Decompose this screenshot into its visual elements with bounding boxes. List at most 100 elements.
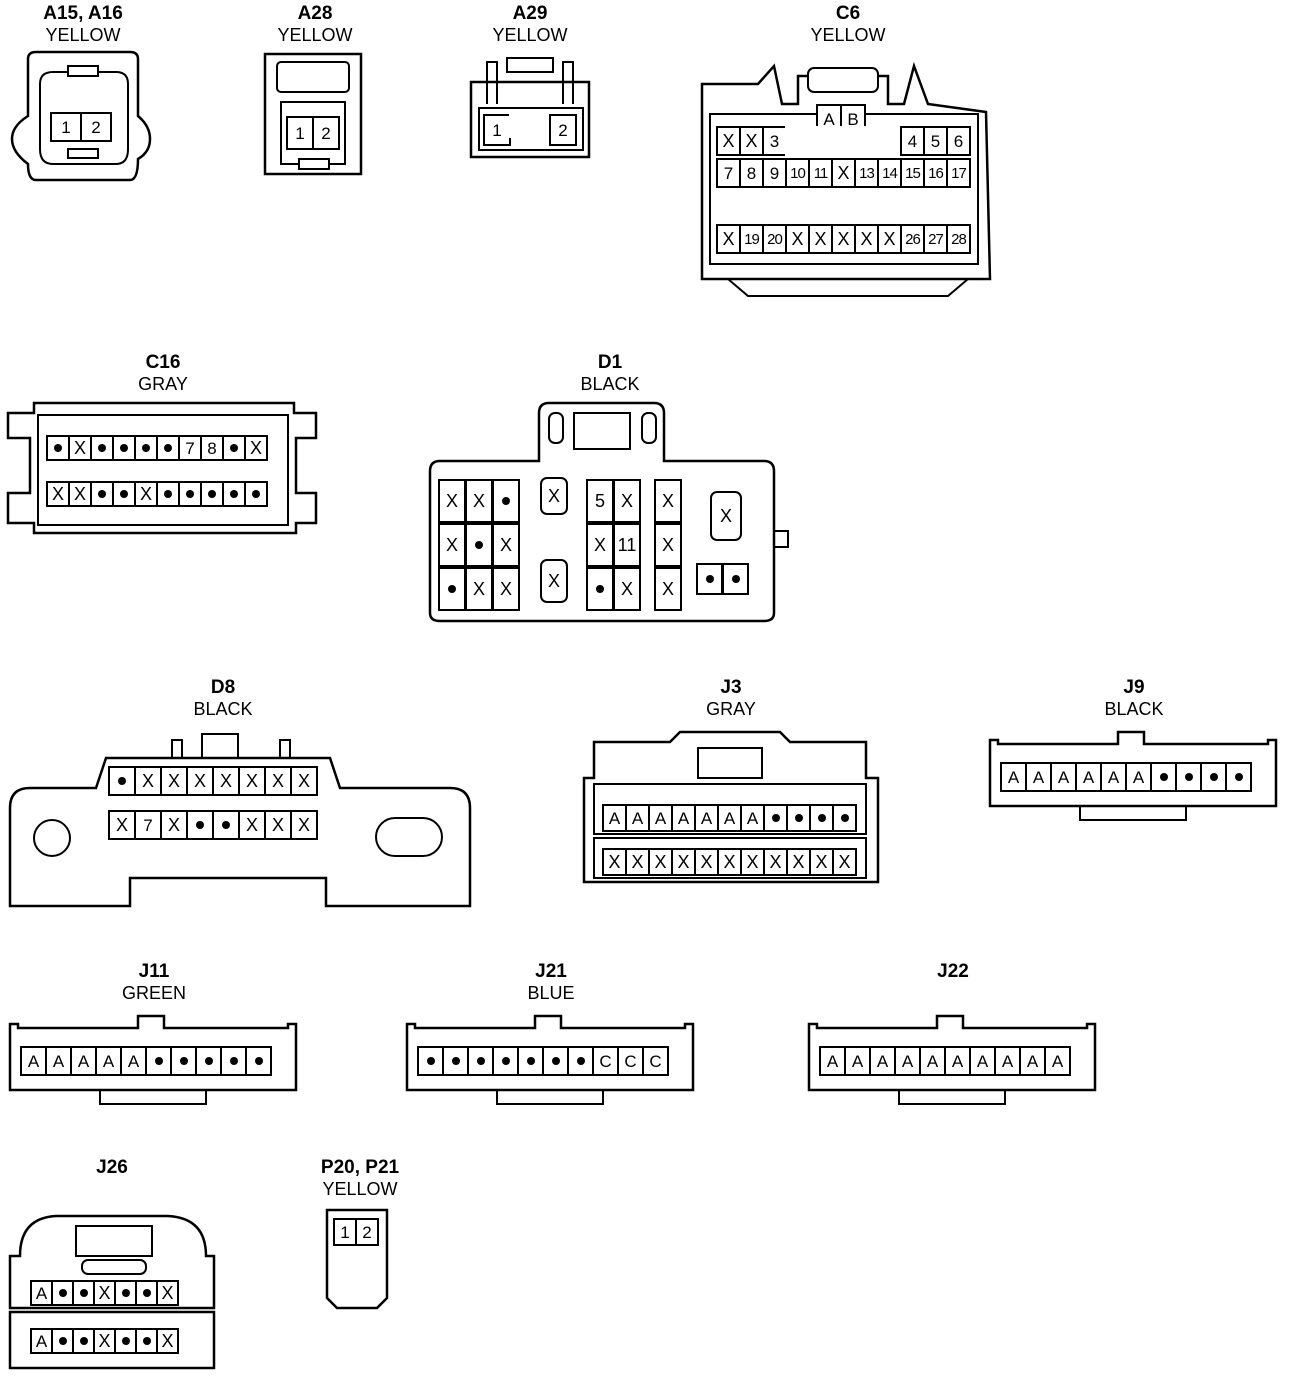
terminal: A: [648, 804, 673, 832]
terminal: [178, 481, 202, 507]
connector-color: BLACK: [580, 374, 640, 394]
terminal: [186, 810, 214, 840]
terminal: A: [740, 804, 765, 832]
connector-color: BLACK: [193, 699, 253, 719]
terminal: X: [465, 479, 493, 523]
terminal: 16: [923, 158, 948, 188]
connector-a15-a16: A15, A16 YELLOW 1 2: [8, 4, 158, 189]
connector-outline: [469, 57, 591, 159]
terminal: [200, 481, 224, 507]
terminal: A: [944, 1046, 971, 1076]
terminal: X: [492, 567, 520, 611]
connector-color: YELLOW: [810, 25, 886, 45]
terminal: 6: [946, 126, 971, 156]
terminal: A: [30, 1280, 53, 1306]
terminal: X: [877, 224, 902, 254]
connector-name: J26: [96, 1157, 128, 1178]
terminal: A: [625, 804, 650, 832]
terminal: [135, 1280, 158, 1306]
connector-name: C6: [835, 3, 861, 24]
terminal: X: [694, 848, 719, 876]
terminal: [170, 1046, 197, 1076]
terminal: X: [740, 848, 765, 876]
connector-a29: A29 YELLOW 1 2: [465, 4, 595, 164]
terminal: A: [869, 1046, 896, 1076]
terminal: A: [894, 1046, 921, 1076]
terminal: C: [642, 1046, 669, 1076]
terminal: X: [739, 126, 764, 156]
terminal: [156, 435, 180, 461]
terminal: X: [654, 523, 682, 567]
terminal: [722, 563, 749, 595]
terminal: X: [438, 523, 466, 567]
connector-name: A15, A16: [43, 3, 123, 24]
terminal: 1: [286, 116, 314, 150]
terminal: X: [786, 848, 811, 876]
terminal: [786, 804, 811, 832]
terminal: 9: [762, 158, 787, 188]
terminal: [244, 481, 268, 507]
terminal: 13: [854, 158, 879, 188]
terminal: A: [717, 804, 742, 832]
connector-header: P20, P21 YELLOW: [305, 1158, 415, 1198]
connector-color: GRAY: [138, 374, 188, 394]
connector-header: D8 BLACK: [6, 678, 440, 718]
terminal: 7: [716, 158, 741, 188]
terminal: [195, 1046, 222, 1076]
terminal: [108, 766, 136, 796]
terminal: 15: [900, 158, 925, 188]
terminal: [696, 563, 723, 595]
terminal: X: [625, 848, 650, 876]
terminal: X: [613, 479, 641, 523]
terminal-row: 1 2: [333, 1218, 379, 1246]
connector-name: J3: [720, 677, 742, 698]
terminal: 20: [762, 224, 787, 254]
terminal: A: [969, 1046, 996, 1076]
terminal: [586, 567, 614, 611]
connector-header: C6 YELLOW: [698, 4, 998, 44]
terminal: [542, 1046, 569, 1076]
connector-outline: [428, 401, 789, 623]
connector-outline: [8, 1014, 298, 1105]
terminal: 1: [333, 1218, 357, 1246]
terminal: [72, 1280, 95, 1306]
connector-header: D1 BLACK: [424, 353, 796, 393]
connector-color: YELLOW: [45, 25, 121, 45]
terminal: [467, 1046, 494, 1076]
connector-color: YELLOW: [277, 25, 353, 45]
connector-name: J11: [138, 961, 170, 982]
terminal: [114, 1280, 137, 1306]
terminal: X: [763, 848, 788, 876]
terminal: [1200, 762, 1227, 792]
terminal: A: [1044, 1046, 1071, 1076]
terminal-gap: [785, 126, 810, 156]
terminal: [220, 1046, 247, 1076]
terminal: C: [617, 1046, 644, 1076]
terminal: [222, 481, 246, 507]
connector-outline: [325, 1208, 389, 1310]
terminal: 28: [946, 224, 971, 254]
connector-color: GRAY: [706, 699, 756, 719]
terminal: X: [785, 224, 810, 254]
terminal: [156, 481, 180, 507]
terminal: X: [808, 224, 833, 254]
connector-name: J9: [1123, 677, 1145, 698]
connector-header: J3 GRAY: [580, 678, 882, 718]
terminal: A: [70, 1046, 97, 1076]
terminal: 11: [808, 158, 833, 188]
terminal: X: [586, 523, 614, 567]
terminal: X: [831, 224, 856, 254]
connector-header: A28 YELLOW: [255, 4, 375, 44]
terminal: A: [844, 1046, 871, 1076]
terminal: C: [592, 1046, 619, 1076]
terminal: A: [45, 1046, 72, 1076]
terminal: X: [108, 810, 136, 840]
